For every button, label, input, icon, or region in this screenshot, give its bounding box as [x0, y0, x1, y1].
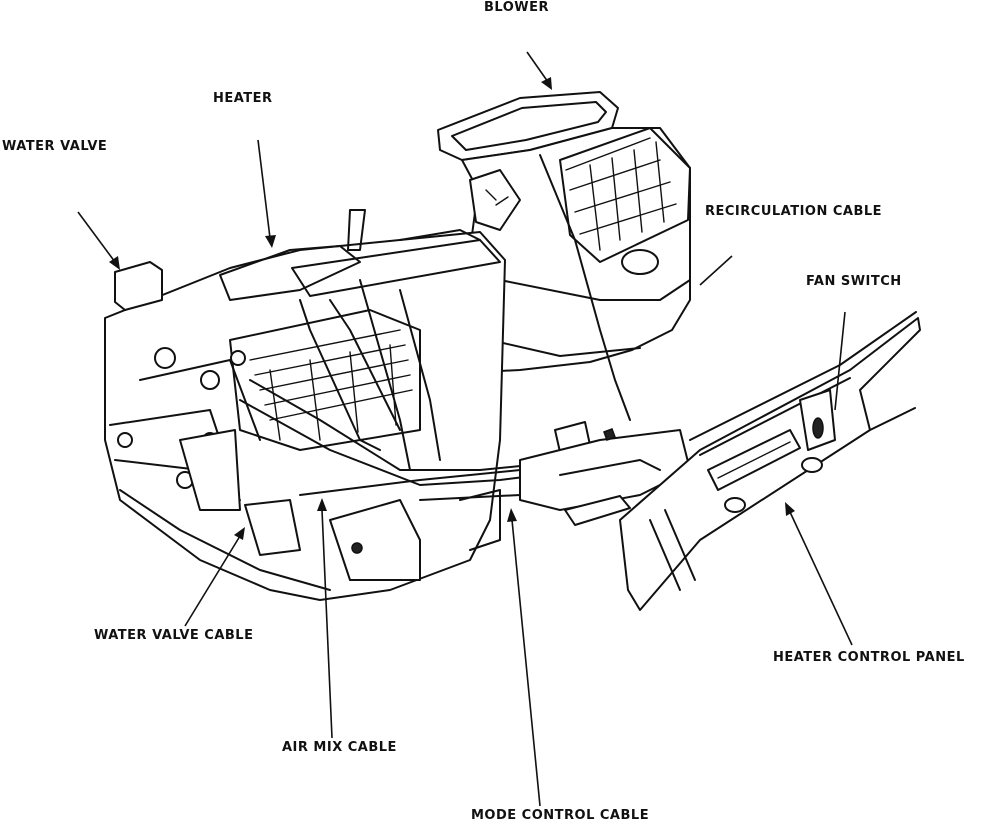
label-fan-switch: FAN SWITCH [806, 274, 902, 289]
heater-control-panel-drawing [619, 311, 921, 611]
heater-assembly [104, 209, 506, 601]
label-blower: BLOWER [484, 0, 550, 15]
label-heater: HEATER [213, 91, 273, 106]
blower-assembly [437, 91, 691, 373]
label-recirculation-cable: RECIRCULATION CABLE [705, 204, 883, 219]
label-air-mix-cable: AIR MIX CABLE [282, 740, 397, 755]
label-heater-control-panel: HEATER CONTROL PANEL [773, 650, 965, 665]
leader-lines [77, 51, 853, 807]
label-water-valve-cable: WATER VALVE CABLE [94, 628, 254, 643]
label-water-valve: WATER VALVE [2, 139, 108, 154]
label-mode-control-cable: MODE CONTROL CABLE [471, 808, 650, 823]
